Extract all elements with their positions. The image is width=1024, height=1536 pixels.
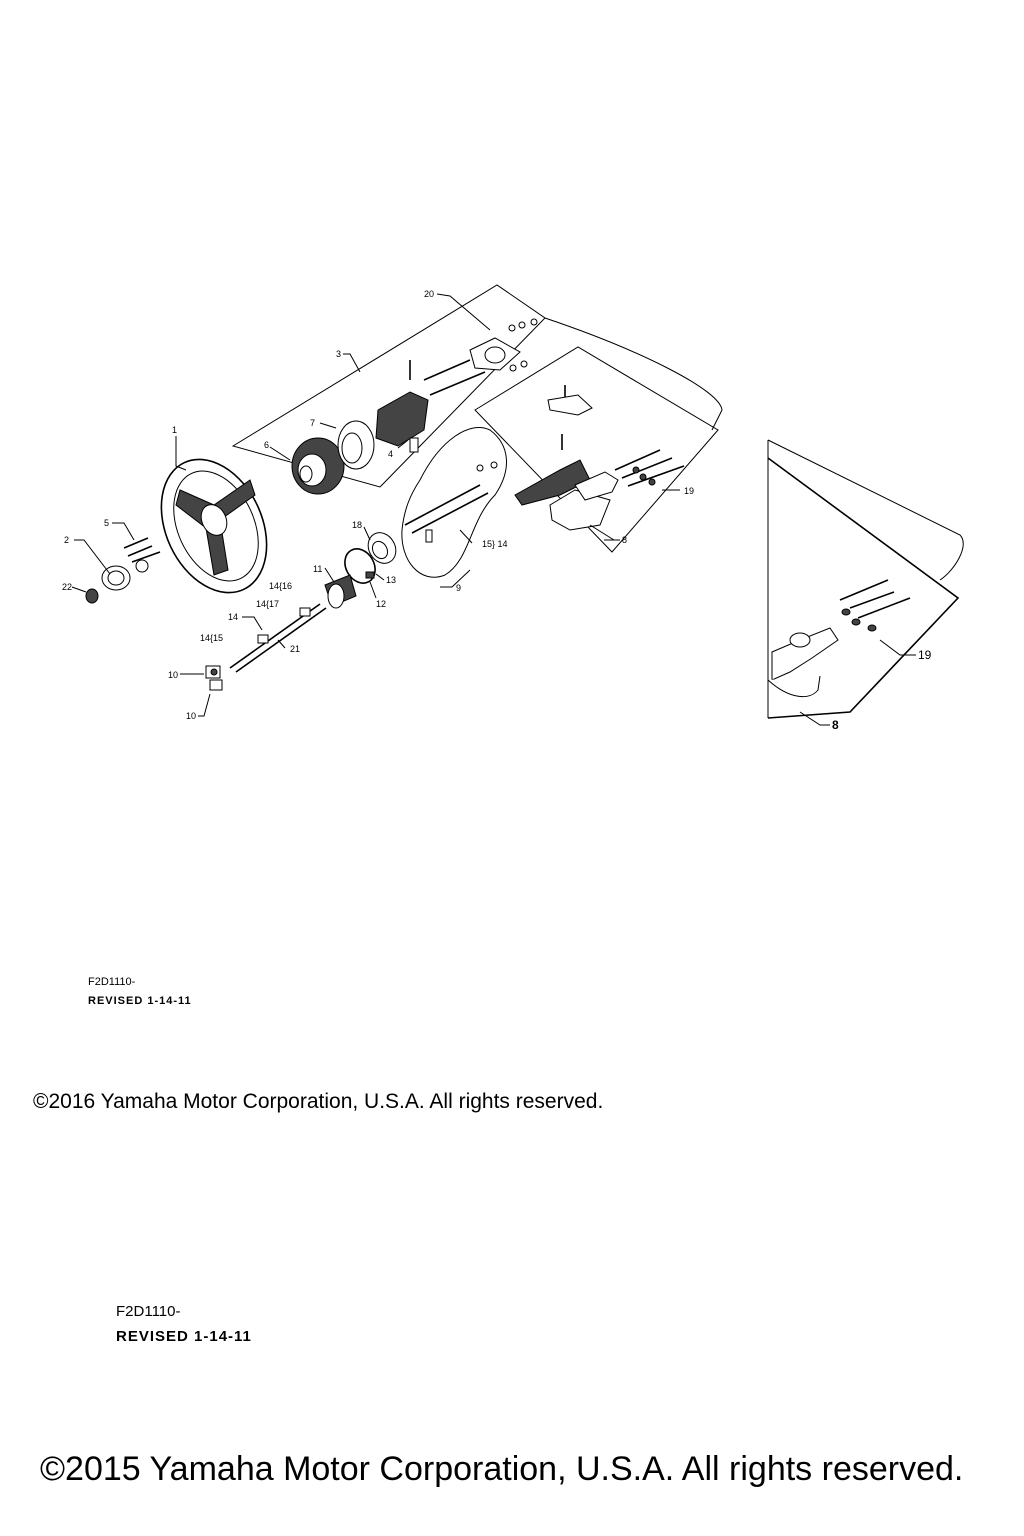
callout-14-17: 14{17 bbox=[256, 599, 279, 609]
callout-19-inset: 19 bbox=[918, 648, 932, 662]
inset-connector-line bbox=[544, 317, 723, 431]
callout-12: 12 bbox=[376, 599, 386, 609]
callout-19: 19 bbox=[684, 486, 694, 496]
bracket-assembly-8 bbox=[514, 385, 685, 531]
callout-20: 20 bbox=[424, 289, 434, 299]
plate-part-9 bbox=[401, 426, 507, 578]
revised-date-first: REVISED 1-14-11 bbox=[88, 995, 192, 1007]
callout-8-inset: 8 bbox=[832, 718, 839, 732]
inset-detail-8 bbox=[767, 440, 960, 719]
ring-part-7 bbox=[337, 420, 375, 470]
callout-14-15: 14{15 bbox=[200, 633, 223, 643]
callout-21: 21 bbox=[290, 644, 300, 654]
leader-lines bbox=[71, 293, 916, 726]
copyright-second: ©2015 Yamaha Motor Corporation, U.S.A. A… bbox=[40, 1450, 964, 1488]
joint-part-10 bbox=[205, 665, 223, 691]
callout-14-16: 14{16 bbox=[269, 581, 292, 591]
callout-8: 8 bbox=[622, 535, 627, 545]
part-code-first: F2D1110- bbox=[88, 976, 136, 988]
revised-date-second: REVISED 1-14-11 bbox=[116, 1328, 252, 1345]
callout-15-14: 15} 14 bbox=[482, 539, 508, 549]
callout-10-lower: 10 bbox=[186, 711, 196, 721]
steering-unit-body bbox=[375, 318, 538, 453]
callout-2: 2 bbox=[64, 535, 69, 545]
steering-wheel-part bbox=[160, 458, 268, 594]
boot-part-18 bbox=[367, 532, 397, 564]
callout-11: 11 bbox=[313, 564, 322, 574]
callout-22: 22 bbox=[62, 582, 72, 592]
shaft-part-21 bbox=[229, 603, 327, 673]
hub-parts-2-5-22 bbox=[85, 537, 161, 604]
callout-13: 13 bbox=[386, 575, 396, 585]
callout-labels: 20 3 1 6 7 4 5 2 22 18 11 13 12 9 14{16 … bbox=[62, 289, 932, 732]
copyright-first: ©2016 Yamaha Motor Corporation, U.S.A. A… bbox=[33, 1090, 604, 1113]
cone-part-6 bbox=[291, 437, 345, 495]
part-code-second: F2D1110- bbox=[116, 1303, 181, 1320]
inset-connector-line-2 bbox=[767, 439, 964, 581]
callout-10-upper: 10 bbox=[168, 670, 178, 680]
callout-18: 18 bbox=[352, 520, 362, 530]
callout-6: 6 bbox=[264, 440, 269, 450]
callout-9: 9 bbox=[456, 583, 461, 593]
callout-3: 3 bbox=[336, 349, 341, 359]
boot-part-11 bbox=[324, 574, 357, 609]
callout-1: 1 bbox=[172, 425, 177, 435]
clamp-part-12 bbox=[344, 548, 376, 584]
callout-5: 5 bbox=[104, 518, 109, 528]
callout-7: 7 bbox=[310, 418, 315, 428]
callout-14: 14 bbox=[228, 612, 238, 622]
callout-4: 4 bbox=[388, 449, 393, 459]
